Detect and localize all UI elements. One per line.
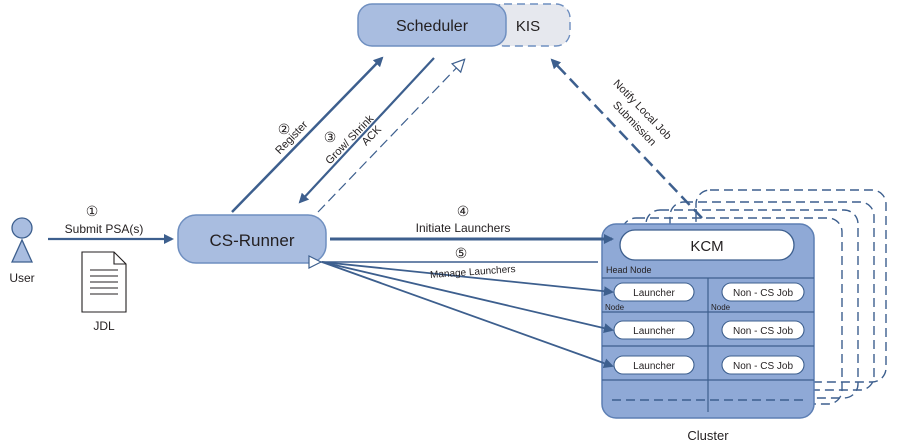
manage-launchers-arrows xyxy=(320,262,614,369)
notify-arrow xyxy=(550,58,703,219)
step5-number: ⑤ xyxy=(455,245,468,261)
node-row: Launcher Non - CS Job xyxy=(613,355,805,375)
launcher-label: Launcher xyxy=(633,361,675,372)
kcm-node: KCM xyxy=(619,229,795,261)
node-label: Node xyxy=(605,303,625,312)
node-row: Launcher Node Non - CS Job Node xyxy=(605,282,805,312)
node-row: Launcher Non - CS Job xyxy=(613,320,805,340)
kis-label: KIS xyxy=(516,18,540,35)
user-icon xyxy=(10,217,34,263)
non-cs-job-label: Non - CS Job xyxy=(733,326,793,337)
document-icon xyxy=(81,251,127,313)
cs-runner-node: CS-Runner xyxy=(177,214,327,264)
jdl-label: JDL xyxy=(93,319,115,333)
launcher-label: Launcher xyxy=(633,288,675,299)
kis-node: KIS xyxy=(489,3,571,47)
ack-arrow xyxy=(317,60,464,213)
scheduler-label: Scheduler xyxy=(396,18,469,35)
launcher-label: Launcher xyxy=(633,326,675,337)
step4-label: Initiate Launchers xyxy=(416,221,511,235)
step3-number: ③ xyxy=(324,129,337,145)
non-cs-job-label: Non - CS Job xyxy=(733,288,793,299)
node-label: Node xyxy=(711,303,731,312)
scheduler-node: Scheduler xyxy=(357,3,507,47)
non-cs-job-label: Non - CS Job xyxy=(733,361,793,372)
step1-number: ① xyxy=(86,203,99,219)
step2-number: ② xyxy=(278,121,291,137)
cs-runner-label: CS-Runner xyxy=(209,231,294,250)
user-label: User xyxy=(9,271,34,285)
register-arrow xyxy=(231,56,384,213)
grow-shrink-arrow xyxy=(298,57,435,204)
kcm-label: KCM xyxy=(690,238,723,255)
cluster-label: Cluster xyxy=(687,428,729,443)
head-node-label: Head Node xyxy=(606,265,652,275)
step1-label: Submit PSA(s) xyxy=(65,222,144,236)
step4-number: ④ xyxy=(457,203,470,219)
